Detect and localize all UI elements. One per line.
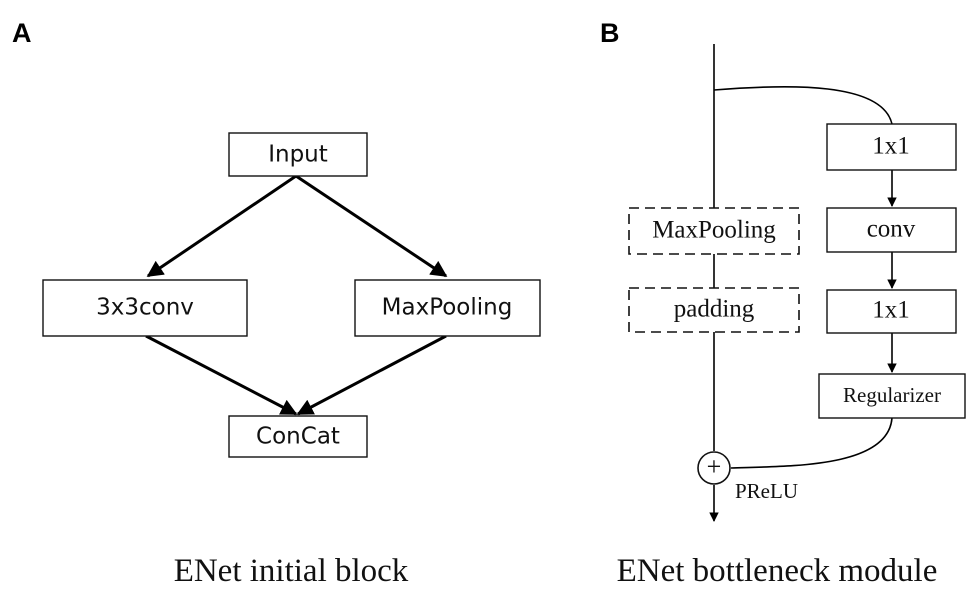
node-conv-label: conv [867, 216, 916, 243]
node-regularizer-label: Regularizer [843, 383, 941, 407]
node-1x1-bottom: 1x1 [826, 289, 957, 334]
plus-icon: + [707, 452, 722, 481]
panel-b-caption: ENet bottleneck module [617, 553, 938, 589]
node-3x3conv: 3x3conv [42, 279, 248, 337]
node-concat: ConCat [228, 415, 368, 458]
panel-a: A Input 3x3conv MaxPooling ConCat ENet i… [12, 18, 541, 589]
node-regularizer: Regularizer [818, 373, 966, 419]
edge-input-to-maxpool [295, 174, 448, 278]
node-1x1-top: 1x1 [826, 123, 957, 171]
node-concat-label: ConCat [256, 424, 340, 450]
side-branch-split-curve [713, 86, 893, 125]
panel-b-letter: B [600, 18, 620, 48]
side-branch-merge-curve [730, 417, 893, 469]
node-maxpooling-a: MaxPooling [354, 279, 541, 337]
panel-b: B MaxPooling padding 1x1 conv [600, 18, 966, 589]
prelu-label: PReLU [735, 479, 798, 503]
panel-a-caption: ENet initial block [174, 553, 409, 589]
node-padding: padding [628, 287, 800, 333]
node-conv: conv [826, 207, 957, 253]
node-1x1-bottom-label: 1x1 [872, 297, 910, 324]
node-3x3conv-label: 3x3conv [96, 295, 194, 321]
edge-conv-to-concat [145, 334, 298, 416]
node-input: Input [228, 132, 368, 177]
node-maxpooling-a-label: MaxPooling [382, 295, 513, 321]
node-padding-label: padding [674, 296, 755, 323]
node-input-label: Input [268, 142, 328, 168]
panel-a-letter: A [12, 18, 32, 48]
node-1x1-top-label: 1x1 [872, 133, 910, 160]
edge-input-to-conv [146, 174, 297, 278]
node-maxpooling-b: MaxPooling [628, 207, 800, 255]
node-maxpooling-b-label: MaxPooling [652, 217, 776, 244]
edge-maxpool-to-concat [296, 334, 447, 416]
merge-add-node: + [697, 451, 731, 485]
